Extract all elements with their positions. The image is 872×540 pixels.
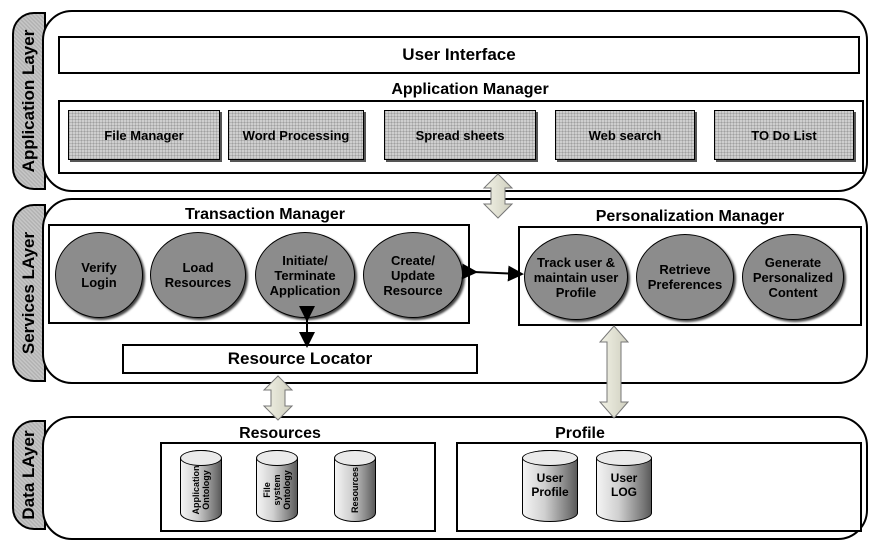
resources-title: Resources	[239, 425, 321, 442]
application-layer-tab: Application Layer	[12, 12, 46, 190]
app-to-do-list: TO Do List	[714, 110, 854, 160]
application-manager-title: Application Manager	[391, 81, 549, 98]
services-layer-tab: Services LAyer	[12, 204, 46, 382]
verify-login-node: Verify Login	[55, 232, 143, 318]
app-spread-sheets: Spread sheets	[384, 110, 536, 160]
user-log-store: User LOG	[596, 450, 652, 522]
create-update-resource-node: Create/ Update Resource	[363, 232, 463, 318]
file-system-ontology-store: File system Ontology	[256, 450, 298, 522]
personalization-profile-double-arrow	[598, 325, 630, 419]
app-file-manager: File Manager	[68, 110, 220, 160]
load-resources-node: Load Resources	[150, 232, 246, 318]
application-ontology-store: Application Ontology	[180, 450, 222, 522]
data-layer-tab: Data LAyer	[12, 420, 46, 530]
resource-locator-box: Resource Locator	[122, 344, 478, 374]
locator-resources-double-arrow	[262, 375, 294, 421]
user-interface-box: User Interface	[58, 36, 860, 74]
initiate-terminate-application-node: Initiate/ Terminate Application	[255, 232, 355, 318]
retrieve-preferences-node: Retrieve Preferences	[636, 234, 734, 320]
transaction-personalization-arrow	[461, 263, 524, 282]
personalization-manager-title: Personalization Manager	[595, 208, 785, 225]
app-services-double-arrow	[482, 173, 514, 219]
resources-store: Resources	[334, 450, 376, 522]
app-web-search: Web search	[555, 110, 695, 160]
app-word-processing: Word Processing	[228, 110, 364, 160]
transaction-manager-title: Transaction Manager	[184, 206, 346, 223]
profile-title: Profile	[555, 425, 605, 442]
user-profile-store: User Profile	[522, 450, 578, 522]
generate-personalized-content-node: Generate Personalized Content	[742, 234, 844, 320]
track-user-profile-node: Track user & maintain user Profile	[524, 234, 628, 320]
